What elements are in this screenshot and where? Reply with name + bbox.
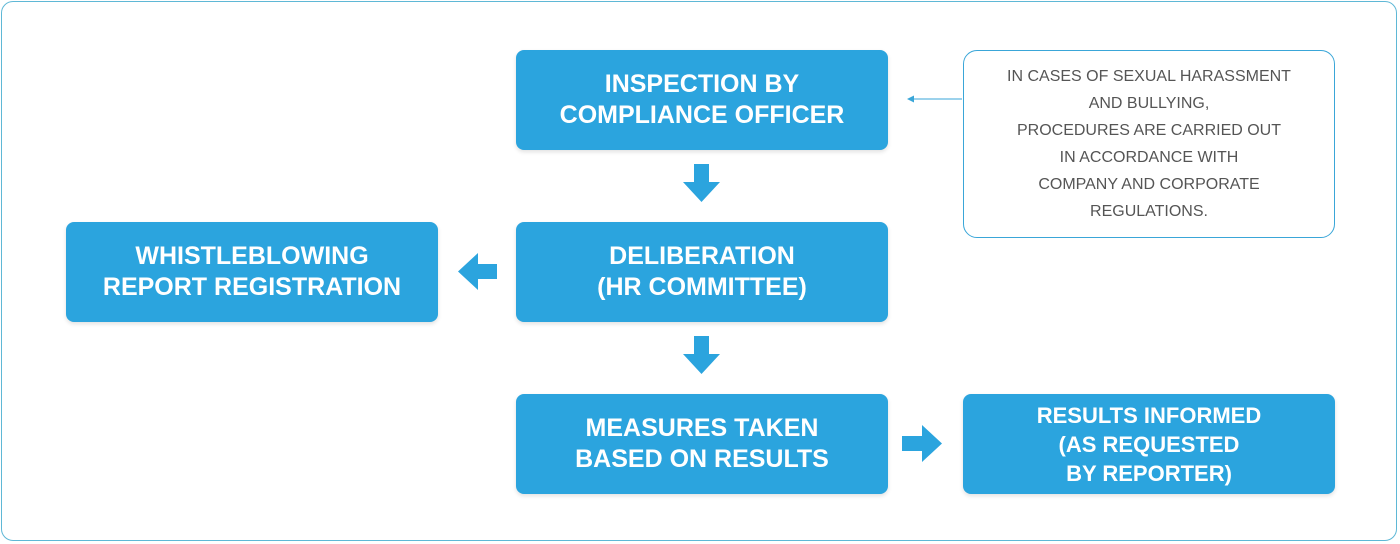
- node-measures-line-1: MEASURES TAKEN: [585, 414, 819, 442]
- note-line-4: IN ACCORDANCE WITH: [1059, 149, 1239, 166]
- node-deliberation: DELIBERATION (HR COMMITTEE): [516, 222, 888, 322]
- note-line-6: REGULATIONS.: [1090, 203, 1208, 220]
- node-whistleblowing: WHISTLEBLOWING REPORT REGISTRATION: [66, 222, 438, 322]
- node-whistleblowing-line-1: WHISTLEBLOWING: [135, 242, 369, 270]
- node-results-line-3: BY REPORTER): [1066, 460, 1232, 486]
- note-line-2: AND BULLYING,: [1088, 95, 1210, 112]
- arrow-deliberation-to-measures: [683, 336, 720, 374]
- arrow-inspection-to-deliberation: [683, 164, 720, 202]
- node-results-line-1: RESULTS INFORMED: [1036, 402, 1262, 428]
- arrow-measures-to-results: [902, 425, 942, 462]
- arrow-note-to-inspection-head: [907, 95, 914, 103]
- node-inspection: INSPECTION BY COMPLIANCE OFFICER: [516, 50, 888, 150]
- note-line-1: IN CASES OF SEXUAL HARASSMENT: [1007, 68, 1291, 85]
- node-results-line-2: (AS REQUESTED: [1058, 431, 1240, 457]
- note-line-5: COMPANY AND CORPORATE: [1038, 176, 1260, 193]
- node-results: RESULTS INFORMED (AS REQUESTED BY REPORT…: [963, 394, 1335, 494]
- arrow-deliberation-to-whistleblowing: [458, 253, 497, 290]
- node-inspection-line-2: COMPLIANCE OFFICER: [559, 101, 845, 129]
- note-line-3: PROCEDURES ARE CARRIED OUT: [1016, 122, 1282, 139]
- node-whistleblowing-line-2: REPORT REGISTRATION: [102, 273, 402, 301]
- node-deliberation-line-2: (HR COMMITTEE): [597, 273, 807, 301]
- note-harassment-procedures: IN CASES OF SEXUAL HARASSMENT AND BULLYI…: [963, 50, 1335, 238]
- node-inspection-line-1: INSPECTION BY: [604, 70, 800, 98]
- node-measures-line-2: BASED ON RESULTS: [575, 445, 829, 473]
- node-measures: MEASURES TAKEN BASED ON RESULTS: [516, 394, 888, 494]
- node-deliberation-line-1: DELIBERATION: [609, 242, 795, 270]
